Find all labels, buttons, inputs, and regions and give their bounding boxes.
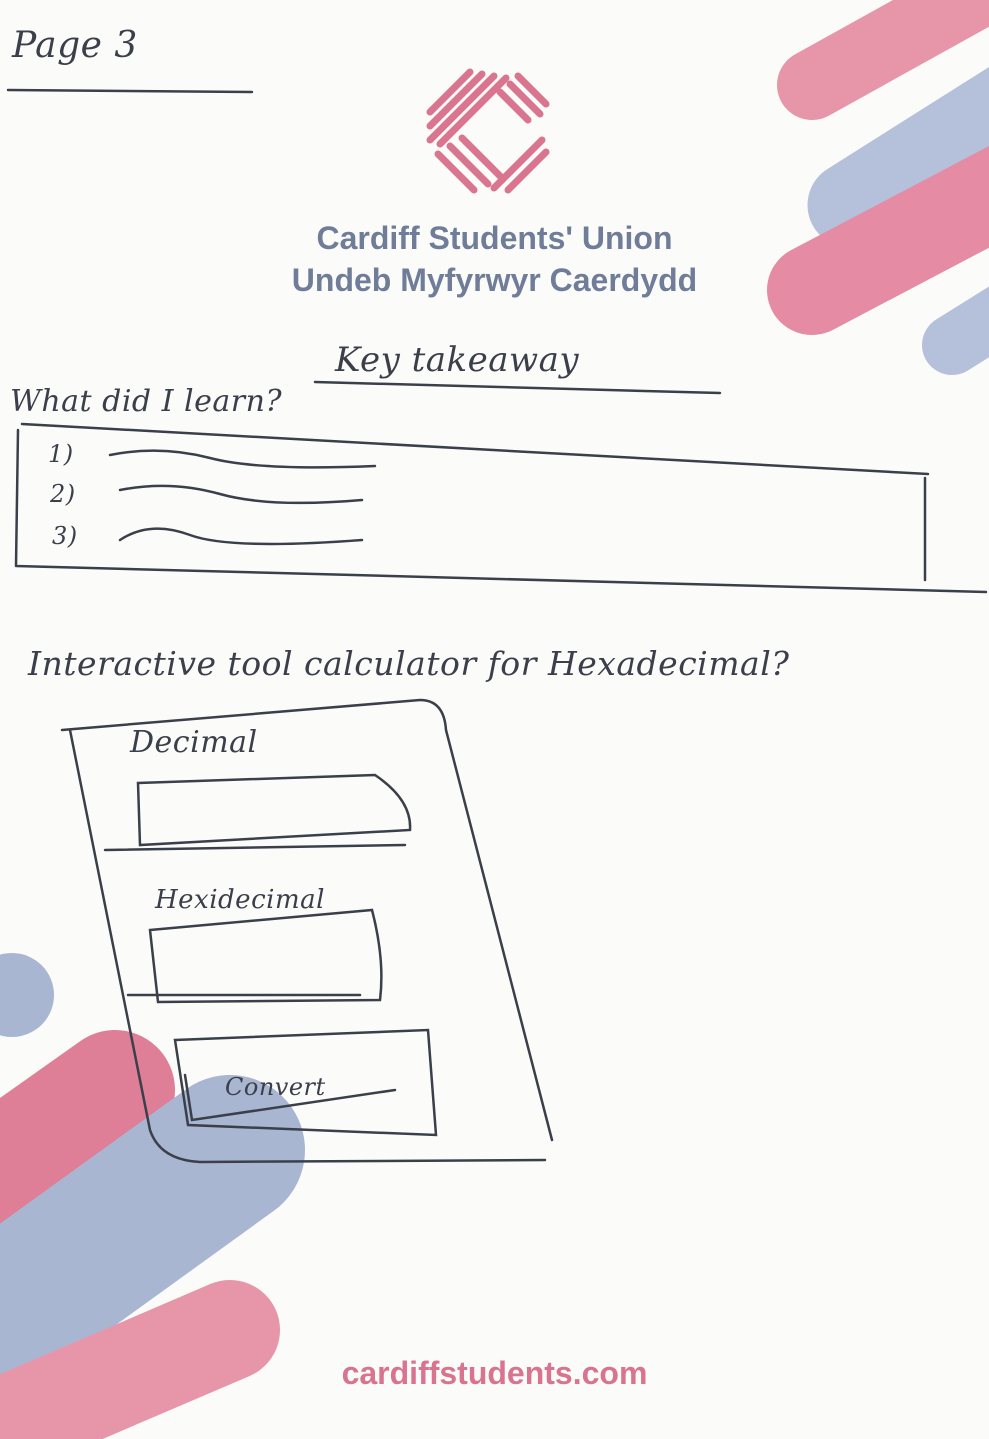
list-marker-3: 3) — [52, 522, 78, 550]
tool-question: Interactive tool calculator for Hexadeci… — [28, 644, 790, 683]
convert-button-label: Convert — [225, 1073, 326, 1101]
notes-question: What did I learn? — [10, 384, 283, 419]
list-marker-1: 1) — [48, 440, 74, 468]
org-name-welsh: Undeb Myfyrwyr Caerdydd — [291, 262, 698, 298]
org-name-english: Cardiff Students' Union — [316, 220, 673, 256]
decimal-label: Decimal — [130, 725, 258, 760]
page-label: Page 3 — [12, 25, 138, 66]
list-marker-2: 2) — [50, 480, 76, 508]
notes-heading: Key takeaway — [335, 340, 580, 380]
union-logo — [426, 68, 550, 194]
website-url: cardiffstudents.com — [341, 1355, 648, 1391]
hex-label: Hexidecimal — [155, 885, 325, 915]
